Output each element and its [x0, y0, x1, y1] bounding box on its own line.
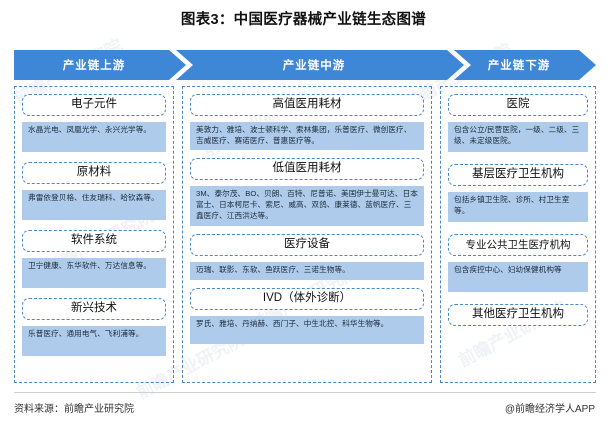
stage-header-downstream: 产业链下游 [454, 50, 596, 80]
value-public-health-institutions: 包含疾控中心、妇幼保健机构等 [448, 262, 588, 292]
value-raw-materials: 弗雷依登贝格、住友瑞科、哈钦森等。 [22, 190, 166, 220]
value-primary-health-institutions: 包括乡镇卫生院、诊所、村卫生室等。 [448, 192, 588, 222]
category-primary-health-institutions: 基层医疗卫生机构 [448, 164, 588, 186]
category-raw-materials: 原材料 [22, 162, 166, 184]
stage-header-downstream-label: 产业链下游 [487, 60, 551, 72]
footer-divider [14, 392, 596, 393]
stage-header-midstream-label: 产业链中游 [282, 60, 346, 72]
category-other-health-institutions: 其他医疗卫生机构 [448, 304, 588, 326]
category-electronic-components: 电子元件 [22, 94, 166, 116]
value-hospital: 包含公立/民营医院，一级、二级、三级、未定级医院。 [448, 122, 588, 152]
stage-header-bar: 产业链上游 产业链中游 产业链下游 [14, 50, 596, 80]
stage-header-upstream: 产业链上游 [14, 50, 186, 80]
value-medical-equipment: 迈瑞、联影、东软、鱼跃医疗、三诺生物等。 [190, 262, 424, 280]
column-midstream: 高值医用耗材 美敦力、雅培、波士顿科学、索林集团，乐普医疗、微创医疗、吉威医疗、… [182, 86, 432, 383]
category-high-value-consumables: 高值医用耗材 [190, 94, 424, 116]
page-title: 图表3：中国医疗器械产业链生态图谱 [180, 12, 427, 28]
category-public-health-institutions: 专业公共卫生医疗机构 [448, 234, 588, 256]
stage-header-midstream: 产业链中游 [176, 50, 464, 80]
column-upstream: 电子元件 水晶光电、凤凰光学、永兴光学等。 原材料 弗雷依登贝格、住友瑞科、哈钦… [14, 86, 174, 383]
value-ivd: 罗氏、雅培、丹纳赫、西门子、中生北控、科华生物等。 [190, 316, 424, 344]
value-software-systems: 卫宁健康、东华软件、万达信息等。 [22, 258, 166, 288]
category-low-value-consumables: 低值医用耗材 [190, 158, 424, 180]
value-emerging-technology: 乐普医疗、通用电气、飞利浦等。 [22, 326, 166, 356]
stage-header-upstream-label: 产业链上游 [62, 60, 126, 72]
value-other-health-institutions [448, 332, 588, 362]
category-ivd: IVD（体外诊断） [190, 288, 424, 310]
column-downstream: 医院 包含公立/民营医院，一级、二级、三级、未定级医院。 基层医疗卫生机构 包括… [440, 86, 596, 383]
value-high-value-consumables: 美敦力、雅培、波士顿科学、索林集团，乐普医疗、微创医疗、吉威医疗、赛诺医疗、普惠… [190, 122, 424, 150]
value-low-value-consumables: 3M、泰尔茂、BO、贝朗、百特、尼普诺、美国伊士曼可达、日本富士、日本柯尼卡、索… [190, 186, 424, 226]
app-attribution: @前瞻经济学人APP [504, 404, 595, 415]
category-emerging-technology: 新兴技术 [22, 298, 166, 320]
category-hospital: 医院 [448, 94, 588, 116]
category-medical-equipment: 医疗设备 [190, 234, 424, 256]
source-text: 资料来源：前瞻产业研究院 [14, 404, 134, 415]
value-electronic-components: 水晶光电、凤凰光学、永兴光学等。 [22, 122, 166, 152]
category-software-systems: 软件系统 [22, 230, 166, 252]
